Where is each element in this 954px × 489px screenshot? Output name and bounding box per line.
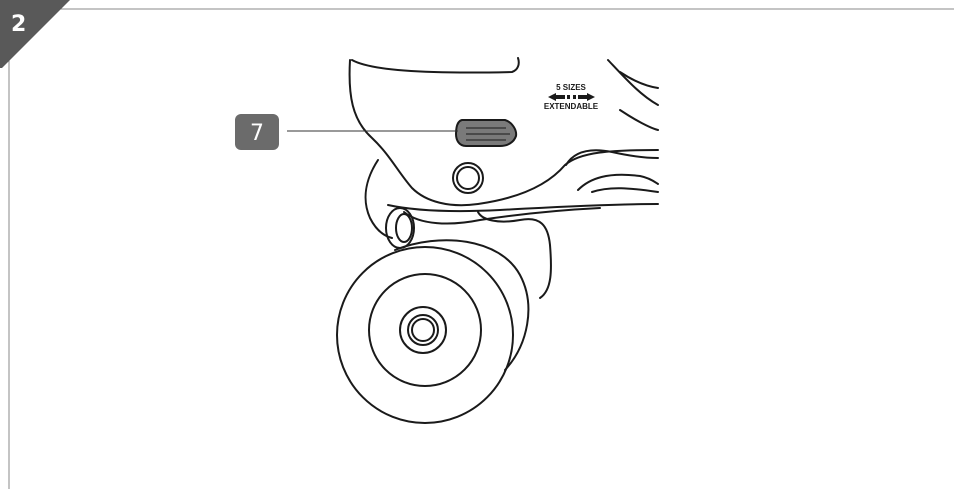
skate-illustration <box>336 57 659 424</box>
wheel-rim <box>368 273 482 387</box>
skate-label: 5 SIZES EXTENDABLE <box>544 83 599 111</box>
callout-badge <box>235 114 279 150</box>
skate-frame <box>387 203 659 213</box>
frame-rivet-inner <box>456 166 480 190</box>
rear-hub-ring-inner <box>395 213 413 243</box>
toe-cap <box>565 149 659 166</box>
skate-frame-rear <box>364 159 393 239</box>
toe-vent <box>577 173 659 191</box>
callout-number: 7 <box>250 121 264 146</box>
boot-collar-line <box>351 57 520 74</box>
toe-vent-2 <box>591 187 659 193</box>
step-badge: 2 <box>0 0 70 68</box>
wheel-outline <box>336 246 514 424</box>
boot-tongue-line <box>607 59 659 106</box>
axle-bracket <box>477 211 552 299</box>
step-number: 2 <box>11 12 26 37</box>
boot-front-edge <box>619 109 659 131</box>
wheel-hub-inner <box>407 314 439 346</box>
wheel-hub-center <box>411 318 435 342</box>
frame-border <box>8 8 954 489</box>
wheel-hub <box>399 306 447 354</box>
double-arrow-icon <box>548 93 595 101</box>
wheel-side-outline <box>394 239 530 371</box>
size-adjust-button <box>454 119 518 147</box>
frame-rivet <box>452 162 484 194</box>
skate-frame-lower <box>403 207 601 225</box>
boot-upper-outline <box>348 59 659 207</box>
size-label-line2: EXTENDABLE <box>544 102 599 111</box>
rear-hub-ring <box>385 207 415 249</box>
boot-tongue-line-2 <box>619 71 659 89</box>
callout-7: 7 <box>235 114 458 150</box>
size-label-line1: 5 SIZES <box>556 83 586 92</box>
